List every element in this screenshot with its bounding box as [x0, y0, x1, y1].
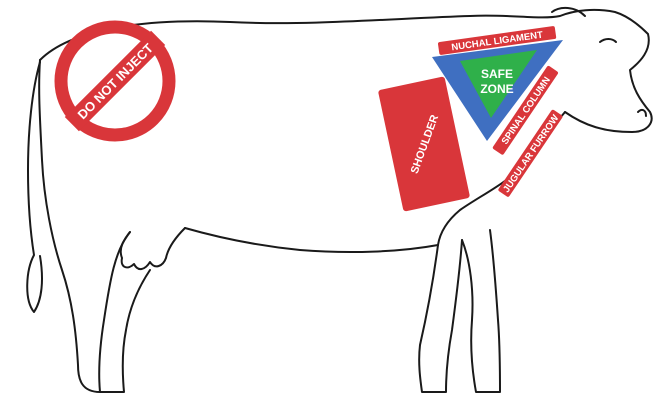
shoulder: SHOULDER: [378, 76, 470, 211]
cow-nostril-path: [638, 110, 646, 116]
cow-hind-leg-path: [99, 232, 150, 392]
cow-udder-path: [121, 228, 185, 269]
safe-zone-label-line2: ZONE: [480, 82, 513, 96]
cow-eye-path: [600, 39, 616, 42]
cow-front-leg-2-path: [462, 230, 500, 392]
cow-belly-path: [185, 228, 438, 252]
cow-front-leg-1-path: [419, 240, 462, 392]
cow-ear-path: [552, 8, 585, 16]
jugular-furrow: JUGULAR FURROW: [498, 109, 564, 198]
safe-zone-label-line1: SAFE: [481, 67, 513, 81]
do-not-inject-sign: DO NOT INJECT: [61, 27, 169, 135]
